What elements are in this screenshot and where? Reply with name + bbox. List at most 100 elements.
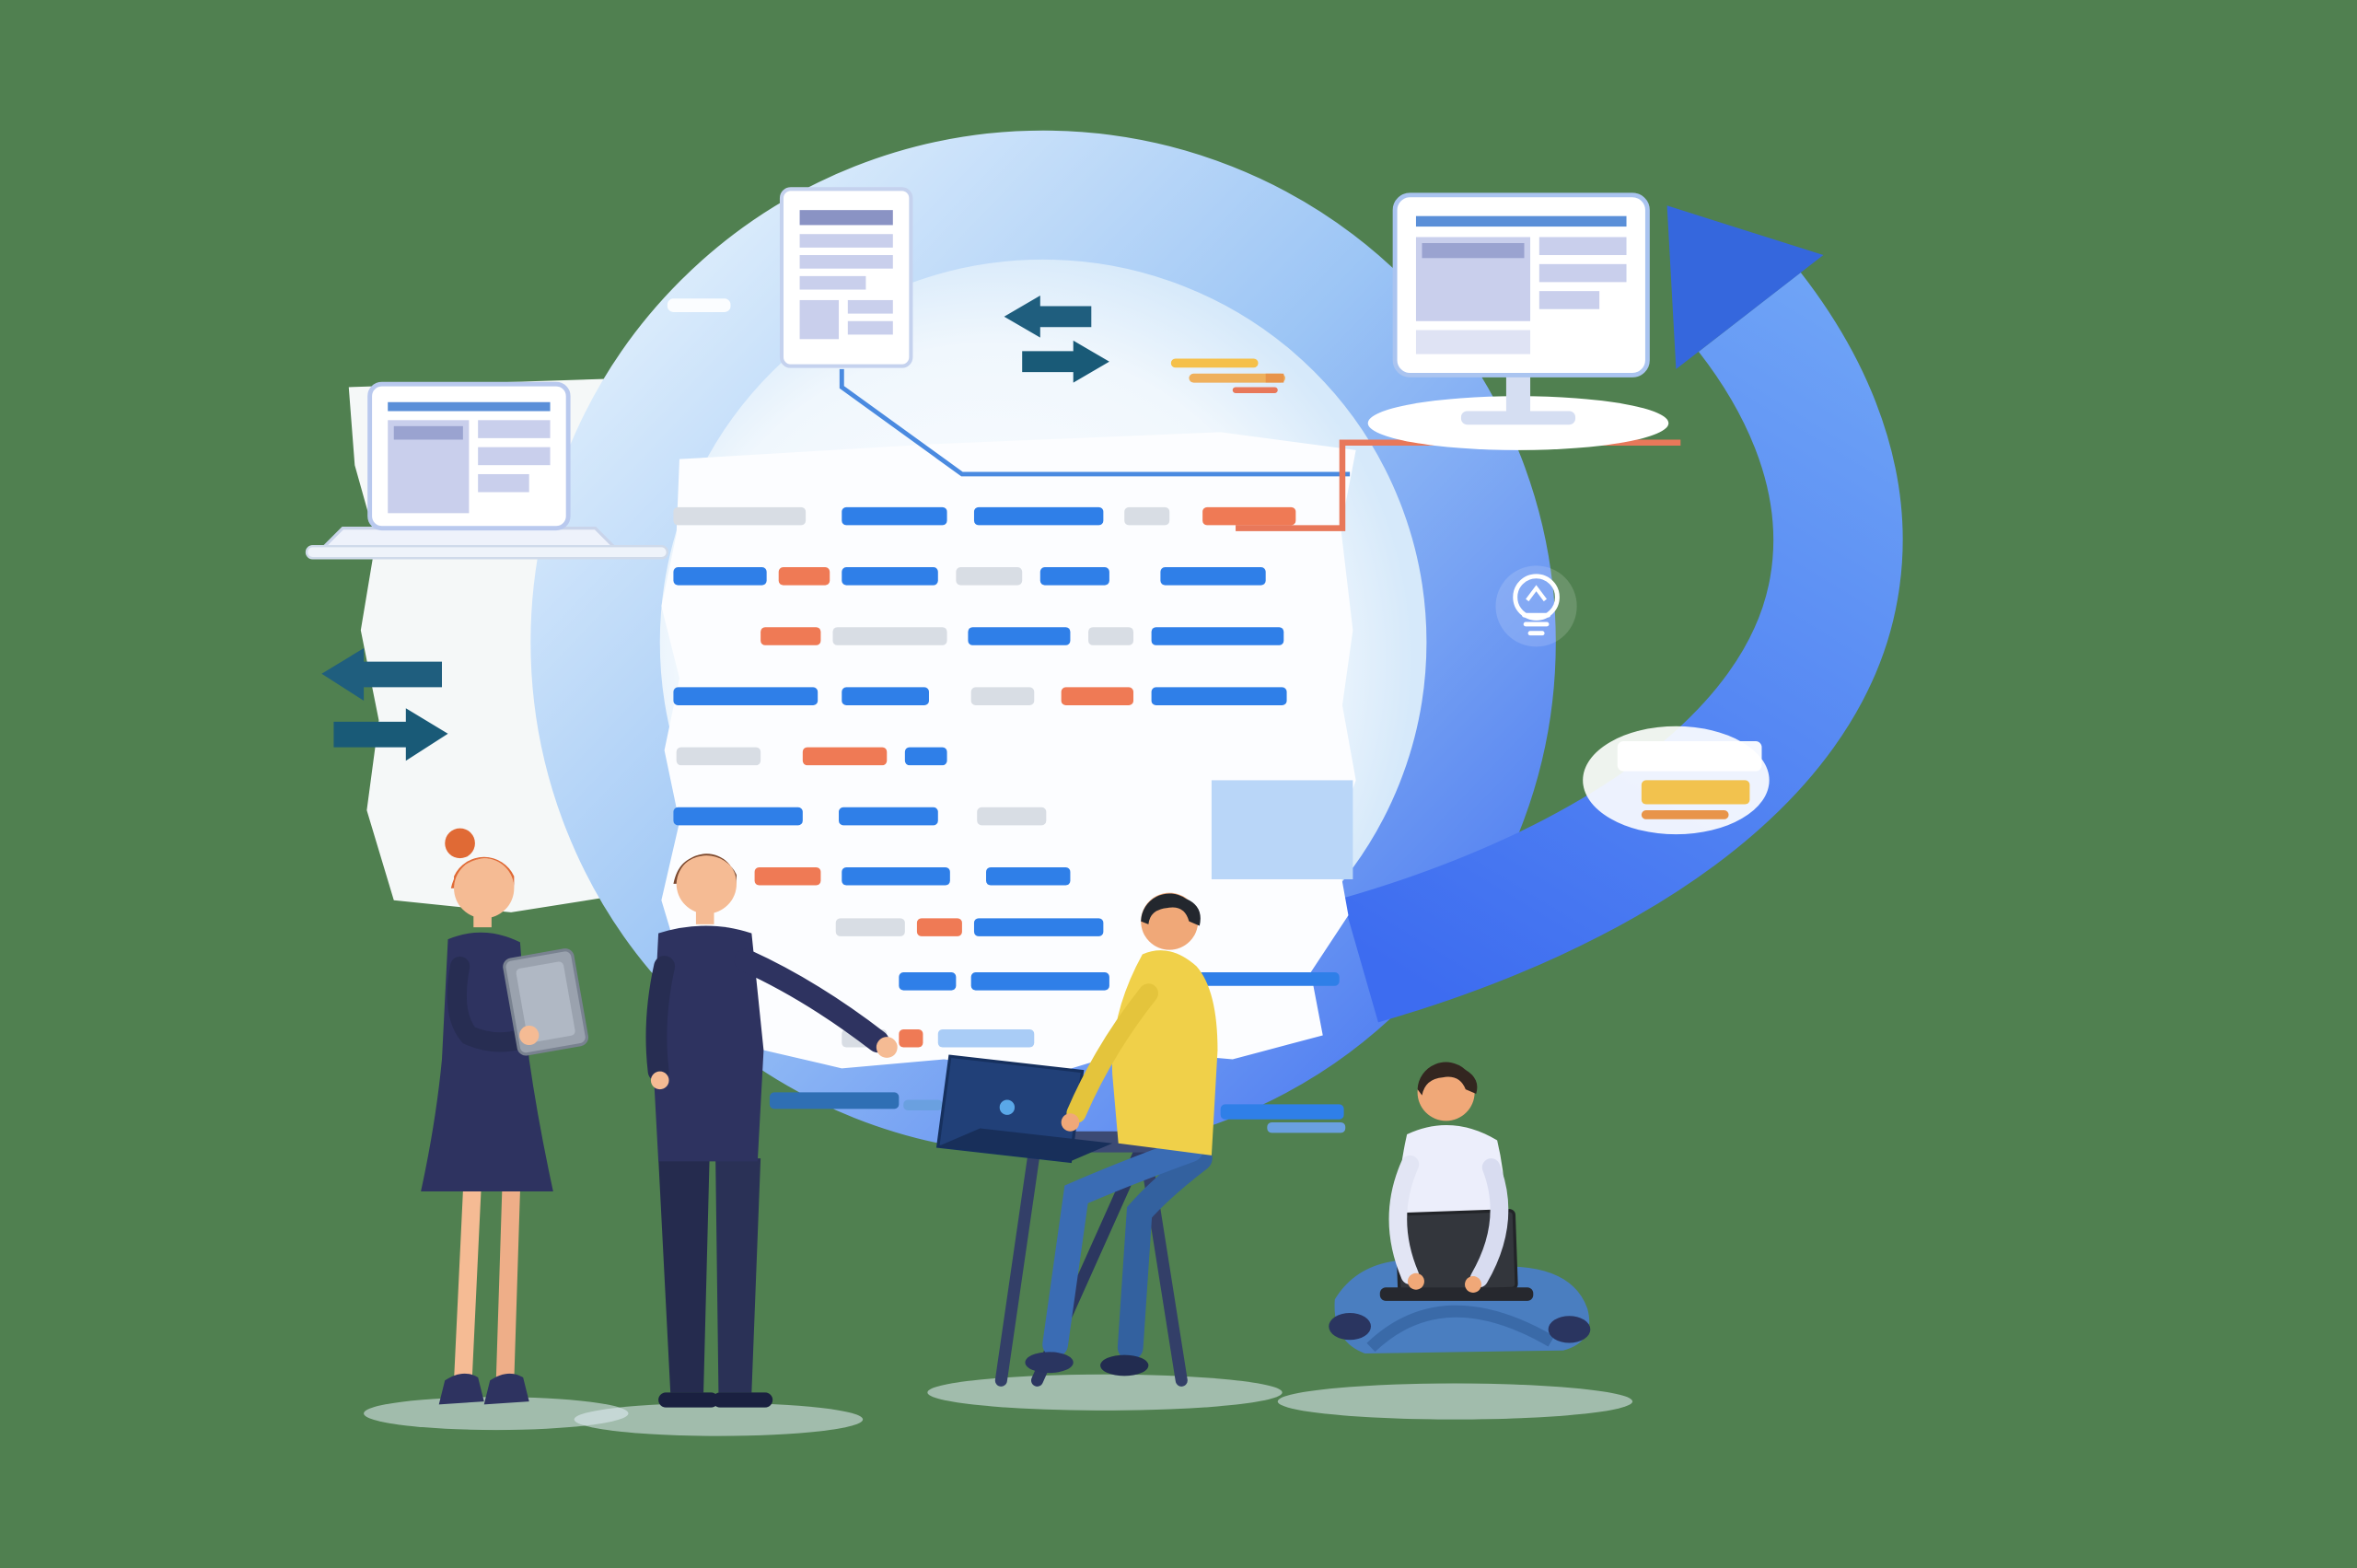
code-line-segment: [673, 567, 767, 586]
code-line-segment: [842, 866, 950, 886]
leg: [454, 1182, 482, 1390]
code-line-segment: [1039, 567, 1109, 586]
code-line-segment: [899, 1028, 923, 1048]
code-line-segment: [1151, 627, 1284, 645]
leg-fold-line: [1366, 1305, 1555, 1353]
figure-woman-tablet: [364, 828, 629, 1431]
tablet: [503, 948, 589, 1056]
hair: [450, 858, 484, 889]
code-line-segment: [916, 918, 962, 936]
code-line-segment: [970, 972, 1109, 991]
code-line-segment: [1124, 506, 1170, 526]
hair: [1141, 893, 1201, 926]
shelf: [305, 544, 669, 560]
pants-leg: [658, 1158, 710, 1393]
code-line-segment: [973, 918, 1104, 936]
code-line-segment: [842, 687, 929, 705]
hand: [519, 1025, 540, 1046]
code-line-segment: [673, 807, 803, 826]
code-line-segment: [842, 567, 938, 586]
code-line-segment: [832, 627, 947, 645]
code-line-segment: [1202, 506, 1296, 526]
step-bars: [769, 972, 1346, 1133]
hair-bun: [445, 828, 475, 859]
monitor-stand-neck: [1505, 375, 1531, 412]
code-line-segment: [1061, 687, 1134, 705]
shoe: [438, 1373, 484, 1405]
laptop-base: [937, 1128, 1113, 1162]
code-line-segment: [1160, 567, 1266, 586]
jeans-leg: [1117, 1145, 1213, 1361]
code-line-segment: [1088, 627, 1134, 645]
code-line-segment: [754, 866, 821, 886]
code-lines: [673, 506, 1296, 1048]
lightbulb-icon: [1495, 565, 1577, 647]
figure-shadow: [1277, 1383, 1633, 1420]
arrowhead-icon: [1666, 205, 1824, 369]
head: [454, 858, 515, 919]
figure-man-yellow-laptop: [927, 892, 1283, 1411]
hand: [1407, 1272, 1424, 1290]
sync-arrows-left-icon: [321, 648, 448, 761]
code-line-segment: [937, 1028, 1035, 1048]
shoe: [1329, 1312, 1371, 1341]
document-icon: [779, 187, 913, 368]
code-line-segment: [802, 747, 888, 766]
arm: [645, 956, 676, 1082]
arm: [1469, 1158, 1509, 1288]
connector-blue-line: [839, 368, 1351, 477]
code-line-segment: [839, 807, 938, 826]
highlight-marks: [1170, 358, 1285, 393]
code-line-segment: [904, 747, 947, 766]
arm: [734, 948, 889, 1053]
ring-outer-curl: [1342, 272, 1903, 1023]
figure-shadow: [364, 1397, 629, 1431]
code-line-segment: [899, 972, 957, 991]
code-line-segment: [842, 506, 947, 526]
figure-man-suit: [574, 854, 898, 1436]
shoe: [483, 1373, 529, 1405]
board-highlight-block: [1211, 780, 1353, 879]
arm: [447, 956, 533, 1052]
stool-leg: [994, 1146, 1040, 1387]
arm: [1388, 1155, 1420, 1284]
jeans-leg: [1042, 1136, 1203, 1358]
hair: [1417, 1062, 1478, 1096]
figure-shadow: [574, 1402, 864, 1436]
hand: [650, 1071, 669, 1090]
shoe: [712, 1392, 773, 1408]
side-progress-bars: [1583, 726, 1770, 835]
code-line-segment: [956, 567, 1023, 586]
laptop-base: [1379, 1287, 1534, 1301]
pants-leg: [715, 1158, 761, 1393]
code-line-segment: [986, 866, 1071, 886]
hand: [1061, 1113, 1080, 1132]
code-line-segment: [676, 747, 761, 766]
code-line-segment: [1151, 687, 1287, 705]
shoe: [1548, 1316, 1591, 1343]
head: [676, 854, 737, 914]
hand: [876, 1037, 898, 1058]
code-line-segment: [778, 567, 830, 586]
shoe: [1100, 1354, 1149, 1376]
shoe: [1025, 1352, 1074, 1374]
code-line-segment: [977, 807, 1047, 826]
monitor-icon: [1367, 192, 1669, 450]
laptop-logo: [999, 1099, 1016, 1115]
hand: [1465, 1276, 1481, 1293]
arm: [1066, 983, 1158, 1123]
code-line-segment: [973, 506, 1104, 526]
laptop-icon: [305, 381, 669, 560]
jacket: [652, 925, 764, 1162]
code-line-segment: [761, 627, 821, 645]
figure-shadow: [927, 1374, 1283, 1411]
code-line-segment: [970, 687, 1035, 705]
code-line-segment: [673, 506, 807, 526]
code-line-segment: [835, 918, 905, 936]
ring-highlight-dash: [667, 298, 731, 312]
leg: [495, 1182, 520, 1390]
shoe: [658, 1392, 719, 1408]
code-line-segment: [673, 687, 819, 705]
